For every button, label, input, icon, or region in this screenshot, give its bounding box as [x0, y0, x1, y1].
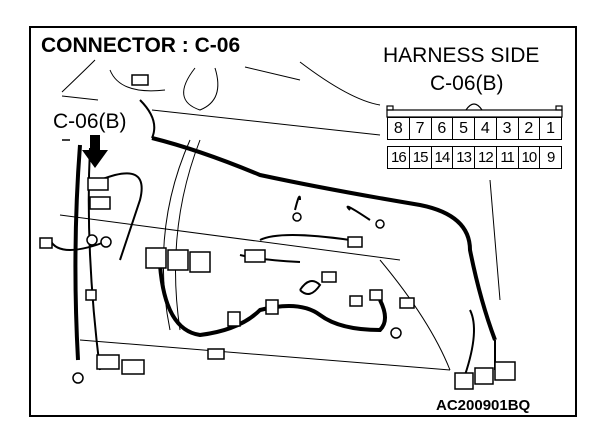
pin: 16 [391, 149, 407, 166]
connector-pin-diagram: 8 7 6 5 4 3 2 1 16 15 14 13 12 11 10 9 [387, 117, 562, 169]
pin: 2 [517, 118, 540, 139]
pin: 13 [452, 147, 474, 168]
harness-side-connector: C-06(B) [430, 72, 504, 95]
pin: 3 [495, 118, 518, 139]
body-line [183, 67, 219, 111]
body-line [79, 339, 451, 371]
page-title: CONNECTOR : C-06 [41, 34, 241, 57]
body-line [244, 66, 301, 81]
pin: 15 [408, 147, 431, 168]
connectors [39, 74, 516, 390]
body-line [61, 95, 99, 101]
body-line [489, 179, 501, 301]
harness-side-label: HARNESS SIDE [383, 44, 540, 67]
body-line [151, 109, 381, 136]
body-line [109, 69, 166, 92]
pin: 14 [430, 147, 453, 168]
body-line [299, 61, 381, 106]
body-line [61, 59, 96, 93]
pin: 10 [517, 147, 540, 168]
arrow-icon [82, 135, 108, 168]
main-harness [73, 136, 497, 361]
pin: 11 [495, 147, 518, 168]
body-line [379, 259, 451, 371]
diagram-frame [29, 26, 577, 417]
pin: 6 [430, 118, 453, 139]
pin: 1 [539, 118, 561, 139]
body-line [59, 214, 401, 261]
connector-callout-label: C-06(B) [53, 110, 127, 133]
pin: 12 [474, 147, 496, 168]
pin-row-bottom: 16 15 14 13 12 11 10 9 [387, 146, 562, 169]
pin: 9 [539, 147, 561, 168]
pin: 5 [452, 118, 474, 139]
pin: 4 [474, 118, 496, 139]
figure-code: AC200901BQ [436, 397, 531, 414]
connector-outline [386, 103, 563, 118]
body-line [175, 139, 201, 331]
pin: 7 [408, 118, 431, 139]
pin-row-top: 8 7 6 5 4 3 2 1 [387, 117, 562, 140]
pin: 8 [393, 120, 403, 137]
